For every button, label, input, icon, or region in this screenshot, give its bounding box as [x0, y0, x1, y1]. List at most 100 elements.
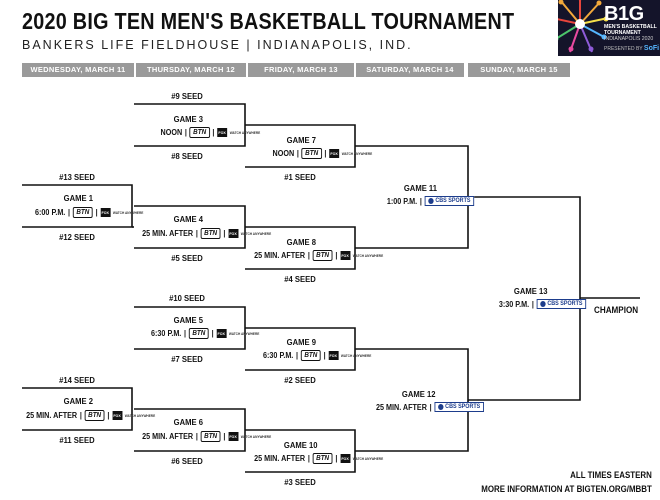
fox-note: WATCH ANYWHERE: [240, 434, 272, 439]
page-title: 2020 BIG TEN MEN'S BASKETBALL TOURNAMENT: [22, 8, 515, 34]
game12-label: GAME 12: [401, 389, 436, 399]
cbs-eye-icon: [540, 301, 546, 307]
seed-9: #9 SEED: [171, 91, 203, 101]
fox-logo-icon: FOX: [340, 454, 351, 463]
game3-time: NOON: [160, 128, 183, 137]
game4-broadcast: 25 MIN. AFTER| BTN| FOX WATCH ANYWHERE: [142, 228, 272, 239]
seed-5: #5 SEED: [171, 253, 203, 263]
game6-time: 25 MIN. AFTER: [142, 432, 194, 441]
cbs-sports-logo-icon: CBS SPORTS: [424, 196, 475, 206]
seed-4: #4 SEED: [284, 274, 316, 284]
game12-broadcast: 25 MIN. AFTER| CBS SPORTS: [376, 402, 484, 412]
champion-label: CHAMPION: [594, 305, 639, 315]
game1-bracket: [22, 184, 133, 228]
cbs-eye-icon: [428, 198, 434, 204]
day-header-sat: SATURDAY, MARCH 14: [356, 63, 464, 77]
game3-broadcast: NOON| BTN| FOX WATCH ANYWHERE: [160, 127, 261, 138]
day-header-fri: FRIDAY, MARCH 13: [248, 63, 354, 77]
seed-1: #1 SEED: [284, 172, 316, 182]
seed-14: #14 SEED: [59, 375, 95, 385]
btn-logo-icon: BTN: [301, 148, 322, 159]
game7-time: NOON: [272, 149, 295, 158]
day-header-wed: WEDNESDAY, MARCH 11: [22, 63, 134, 77]
btn-logo-icon: BTN: [189, 127, 210, 138]
game13-label: GAME 13: [513, 286, 548, 296]
game5-broadcast: 6:30 P.M.| BTN| FOX WATCH ANYWHERE: [151, 328, 260, 339]
game11-label: GAME 11: [403, 183, 438, 193]
game12-bracket: [355, 348, 469, 452]
game7-broadcast: NOON| BTN| FOX WATCH ANYWHERE: [272, 148, 373, 159]
logo-line-3: INDIANAPOLIS 2020: [604, 36, 654, 42]
fox-note: WATCH ANYWHERE: [229, 130, 261, 135]
seed-13: #13 SEED: [59, 172, 95, 182]
fox-note: WATCH ANYWHERE: [240, 231, 272, 236]
btn-logo-icon: BTN: [200, 228, 221, 239]
game7-label: GAME 7: [286, 135, 316, 145]
sponsor: PRESENTED BY SoFi: [604, 45, 660, 52]
game9-label: GAME 9: [286, 337, 316, 347]
venue-subtitle: BANKERS LIFE FIELDHOUSE | INDIANAPOLIS, …: [22, 38, 413, 52]
cbs-eye-icon: [437, 404, 444, 410]
game10-broadcast: 25 MIN. AFTER| BTN| FOX WATCH ANYWHERE: [254, 453, 384, 464]
day-header-thu: THURSDAY, MARCH 12: [136, 63, 246, 77]
game1-label: GAME 1: [63, 193, 93, 203]
seed-7: #7 SEED: [171, 354, 203, 364]
game2-time: 25 MIN. AFTER: [26, 411, 78, 420]
fox-note: WATCH ANYWHERE: [352, 253, 384, 258]
btn-logo-icon: BTN: [188, 328, 209, 339]
game11-broadcast: 1:00 P.M.| CBS SPORTS: [387, 196, 475, 206]
tournament-logo: B1G MEN'S BASKETBALL TOURNAMENT INDIANAP…: [558, 0, 660, 56]
fox-logo-icon: FOX: [228, 432, 239, 441]
game4-label: GAME 4: [173, 214, 203, 224]
cbs-sports-logo-icon: CBS SPORTS: [434, 402, 484, 412]
game5-time: 6:30 P.M.: [151, 329, 182, 338]
fox-logo-icon: FOX: [112, 411, 123, 420]
game6-label: GAME 6: [173, 417, 203, 427]
footer-info-link[interactable]: MORE INFORMATION AT BIGTEN.ORG/MBBT: [481, 484, 652, 494]
game5-label: GAME 5: [173, 315, 203, 325]
game4-time: 25 MIN. AFTER: [142, 229, 194, 238]
game10-time: 25 MIN. AFTER: [254, 454, 306, 463]
game9-time: 6:30 P.M.: [263, 351, 294, 360]
game3-bracket: [134, 103, 246, 147]
fox-logo-icon: FOX: [328, 351, 339, 360]
fox-logo-icon: FOX: [217, 128, 228, 137]
game2-broadcast: 25 MIN. AFTER| BTN| FOX WATCH ANYWHERE: [26, 410, 156, 421]
btn-logo-icon: BTN: [312, 453, 333, 464]
footer-times-note: ALL TIMES EASTERN: [570, 470, 652, 480]
seed-11: #11 SEED: [59, 435, 95, 445]
fox-note: WATCH ANYWHERE: [341, 151, 373, 156]
game12-time: 25 MIN. AFTER: [375, 402, 427, 412]
game1-time: 6:00 P.M.: [35, 208, 66, 217]
fox-logo-icon: FOX: [329, 149, 340, 158]
game3-label: GAME 3: [173, 114, 203, 124]
seed-6: #6 SEED: [171, 456, 203, 466]
game2-bracket: [22, 387, 133, 431]
b1g-wordmark: B1G: [604, 3, 644, 25]
logo-line-2: TOURNAMENT: [604, 30, 641, 36]
game9-broadcast: 6:30 P.M.| BTN| FOX WATCH ANYWHERE: [263, 350, 372, 361]
fox-logo-icon: FOX: [100, 208, 111, 217]
burst-icon: [558, 0, 609, 53]
game10-label: GAME 10: [283, 440, 318, 450]
game4-bracket: [134, 205, 246, 249]
cbs-sports-logo-icon: CBS SPORTS: [536, 299, 587, 309]
game8-time: 25 MIN. AFTER: [254, 251, 306, 260]
game6-broadcast: 25 MIN. AFTER| BTN| FOX WATCH ANYWHERE: [142, 431, 272, 442]
game7-bracket: [245, 124, 356, 168]
seed-8: #8 SEED: [171, 151, 203, 161]
fox-note: WATCH ANYWHERE: [340, 353, 372, 358]
seed-12: #12 SEED: [59, 232, 95, 242]
game13-time: 3:30 P.M.: [498, 299, 530, 309]
fox-note: WATCH ANYWHERE: [352, 456, 384, 461]
seed-2: #2 SEED: [284, 375, 316, 385]
game1-broadcast: 6:00 P.M.| BTN| FOX WATCH ANYWHERE: [35, 207, 144, 218]
btn-logo-icon: BTN: [300, 350, 321, 361]
btn-logo-icon: BTN: [200, 431, 221, 442]
fox-note: WATCH ANYWHERE: [228, 331, 260, 336]
game8-broadcast: 25 MIN. AFTER| BTN| FOX WATCH ANYWHERE: [254, 250, 384, 261]
fox-logo-icon: FOX: [216, 329, 227, 338]
logo-line-1: MEN'S BASKETBALL: [604, 24, 657, 30]
fox-logo-icon: FOX: [228, 229, 239, 238]
seed-10: #10 SEED: [169, 293, 205, 303]
